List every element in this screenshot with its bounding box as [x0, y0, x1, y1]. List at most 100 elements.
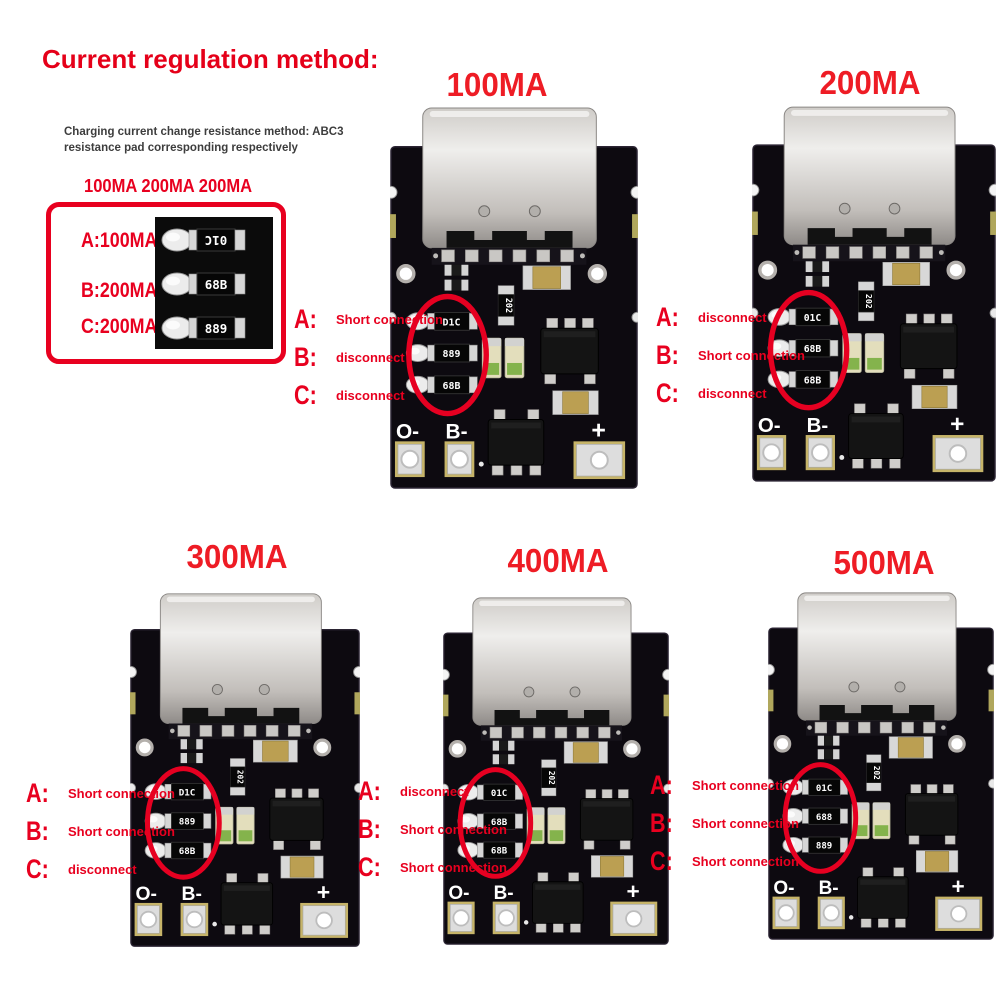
pin-label-b: B: [294, 341, 317, 372]
svg-text:B-: B- [807, 414, 829, 437]
pin-label-c: C: [650, 845, 673, 876]
pin-label-c: C: [358, 851, 381, 882]
annotation-group-400ma: A:disconnect B:Short connection C:Short … [358, 772, 507, 886]
svg-text:O-: O- [396, 420, 419, 443]
solder-pad [935, 896, 983, 931]
annotation-row: A:Short connection [650, 766, 799, 804]
ic-chip [899, 313, 958, 379]
abc-resistor: 688 [782, 807, 848, 825]
ic-chip [540, 318, 599, 385]
pin-label-b: B: [26, 815, 49, 846]
led [872, 802, 891, 840]
pad-labels: O- B- + [773, 874, 964, 899]
svg-text:B-: B- [446, 420, 468, 443]
svg-text:889: 889 [816, 842, 832, 852]
pin-state: Short connection [698, 347, 805, 363]
svg-text:202: 202 [236, 770, 245, 784]
pcb-board-400ma: 202 01C 68B 68B [443, 580, 669, 962]
annotation-row: C: disconnect [26, 850, 175, 888]
legend-resistor-svg: 01C 68B 889 [155, 217, 273, 349]
solder-pad [932, 435, 984, 473]
pin-state: disconnect [336, 349, 405, 365]
board-title-100ma: 100MA [446, 66, 548, 103]
solder-pad [444, 441, 475, 478]
svg-text:889: 889 [443, 349, 461, 360]
pin-state: disconnect [698, 309, 767, 325]
ic-chip [857, 867, 909, 928]
svg-text:202: 202 [864, 294, 874, 309]
annotation-group-100ma: A:Short connection B: disconnect C:discon… [294, 300, 443, 414]
capacitor [888, 736, 933, 759]
capacitor [911, 384, 958, 409]
solder-pad [817, 896, 845, 930]
svg-text:688: 688 [816, 813, 832, 823]
pin-label-b: B: [656, 339, 679, 370]
svg-text:O-: O- [758, 414, 781, 437]
svg-text:+: + [317, 879, 330, 905]
pin-label-b: B: [358, 813, 381, 844]
page-title: Current regulation method: [42, 44, 379, 74]
svg-text:+: + [950, 411, 964, 438]
pin-state: disconnect [68, 861, 137, 877]
note-line-1: Charging current change resistance metho… [64, 126, 344, 138]
annotation-row: C:disconnect [294, 376, 443, 414]
solder-pad [134, 902, 163, 937]
svg-text:68B: 68B [804, 375, 822, 386]
solder-pad [180, 902, 209, 937]
pad-labels: O- B- + [758, 411, 965, 438]
legend-resistor-photo: 01C 68B 889 [155, 217, 273, 349]
svg-text:202: 202 [504, 298, 514, 313]
mounting-hole [623, 740, 641, 758]
svg-text:O-: O- [136, 884, 157, 905]
mounting-hole [587, 264, 607, 284]
legend-row-c: C:200MA [81, 315, 158, 338]
capacitor [522, 265, 571, 290]
abc-resistor: 68B [457, 841, 523, 859]
svg-text:O-: O- [448, 883, 469, 904]
solder-pad [300, 902, 349, 938]
pin-state: Short connection [692, 777, 799, 793]
small-passives [180, 739, 203, 764]
pad-labels: O- B- + [448, 879, 639, 904]
annotation-group-200ma: A:disconnect B:Short connection C:discon… [656, 298, 805, 412]
capacitor [563, 741, 608, 764]
pin-label-a: A: [358, 775, 381, 806]
pin-state: disconnect [698, 385, 767, 401]
capacitor [915, 850, 959, 873]
svg-text:01C: 01C [205, 233, 228, 248]
capacitor [882, 261, 930, 286]
pcb-rendering: 202 D1C 889 68B [130, 593, 360, 947]
solder-pad [447, 901, 475, 935]
mounting-hole [448, 740, 467, 758]
pin-label-b: B: [650, 807, 673, 838]
pcb-board-300ma: 202 D1C 889 68B [130, 578, 360, 962]
annotation-group-500ma: A:Short connection B: Short connection C:… [650, 766, 799, 880]
pad-labels: O- B- + [136, 879, 331, 905]
annotation-row: A:Short connection [26, 774, 175, 812]
annotation-row: A:Short connection [294, 300, 443, 338]
note-text: Charging current change resistance metho… [64, 124, 343, 156]
legend-row-a: A:100MA [81, 229, 158, 252]
annotation-row: C:Short connection [358, 848, 507, 886]
note-line-2: resistance pad corresponding respectivel… [64, 142, 298, 154]
highlight-oval [406, 293, 489, 417]
highlight-oval [767, 289, 850, 411]
pin-label-c: C: [26, 853, 49, 884]
pin-label-c: C: [294, 379, 317, 410]
pcb-board-200ma: 202 01C 68B 68B [752, 104, 996, 484]
usb-c-connector [797, 592, 957, 736]
legend-box: A:100MA B:200MA C:200MA 01C 68B 889 [46, 202, 286, 364]
ic-chip [220, 873, 274, 935]
pcb-rendering: 202 01C 68B 68B [443, 597, 669, 945]
annotation-row: B: disconnect [294, 338, 443, 376]
svg-text:889: 889 [205, 321, 228, 336]
ic-chip [848, 403, 904, 469]
pcb-rendering: 202 D1C 889 68B [390, 107, 638, 489]
svg-text:68B: 68B [205, 277, 228, 292]
pcb-board-100ma: 202 D1C 889 68B [390, 106, 638, 490]
pin-state: Short connection [692, 815, 799, 831]
solder-pad [492, 901, 520, 935]
small-passives [444, 264, 469, 291]
svg-text:O-: O- [773, 878, 794, 899]
svg-text:D1C: D1C [179, 787, 196, 798]
